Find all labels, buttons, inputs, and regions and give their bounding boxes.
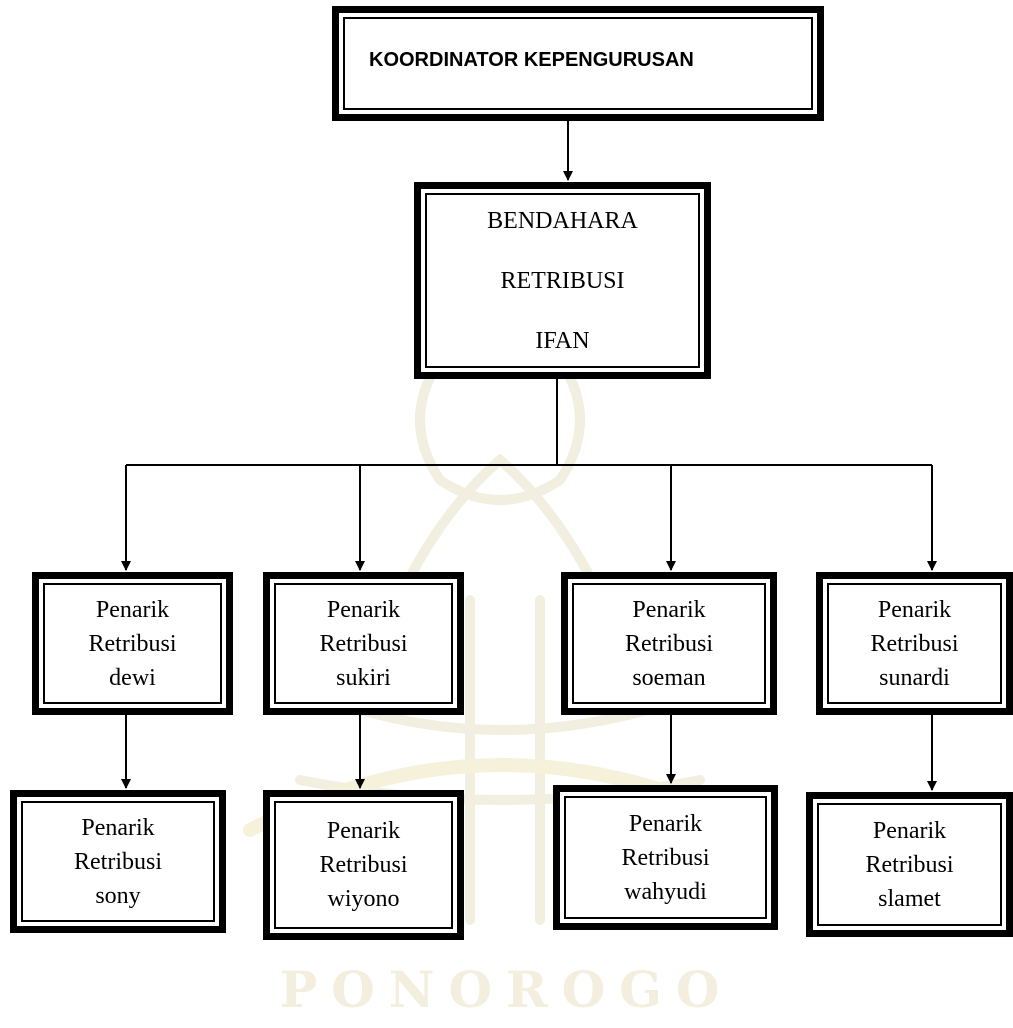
sub-collector-1-line-1: Penarik (81, 814, 155, 841)
treasurer-line-1: BENDAHARA (487, 207, 638, 234)
collector-3-line-3: soeman (632, 664, 706, 691)
treasurer-line-3: IFAN (535, 327, 590, 354)
collector-1-line-2: Retribusi (88, 630, 177, 657)
sub-collector-box-4: Penarik Retribusi slamet (806, 792, 1013, 937)
sub-collector-2-line-1: Penarik (326, 818, 401, 844)
collector-2-line-3: sukiri (336, 664, 391, 691)
sub-collector-3-line-2: Retribusi (621, 844, 710, 871)
collector-3-line-1: Penarik (632, 596, 706, 623)
sub-collector-1-line-3: sony (95, 882, 141, 909)
sub-collector-box-2: Penarik Retribusi wiyono (263, 790, 464, 940)
collector-box-1: Penarik Retribusi dewi (32, 572, 233, 715)
collector-4-line-1: Penarik (877, 596, 952, 623)
sub-collector-3-line-1: Penarik (628, 810, 703, 837)
collector-3-line-2: Retribusi (625, 630, 713, 657)
watermark-text: PONOROGO (279, 960, 734, 1019)
sub-collector-2-line-2: Retribusi (319, 852, 408, 878)
collector-1-line-1: Penarik (95, 596, 170, 623)
sub-collector-3-line-3: wahyudi (624, 878, 707, 905)
sub-collector-2-line-3: wiyono (327, 886, 400, 912)
collector-box-3: Penarik Retribusi soeman (561, 572, 777, 715)
collector-box-2: Penarik Retribusi sukiri (263, 572, 464, 715)
coordinator-box: KOORDINATOR KEPENGURUSAN (332, 6, 824, 121)
collector-2-line-1: Penarik (326, 596, 401, 623)
collector-box-4: Penarik Retribusi sunardi (816, 572, 1013, 715)
collector-4-line-2: Retribusi (870, 630, 959, 657)
sub-collector-1-line-2: Retribusi (74, 848, 162, 875)
sub-collector-4-line-3: slamet (878, 885, 941, 912)
sub-collector-box-1: Penarik Retribusi sony (10, 790, 226, 933)
sub-collector-4-line-1: Penarik (872, 817, 947, 844)
collector-1-line-3: dewi (109, 664, 156, 691)
sub-collector-4-line-2: Retribusi (865, 851, 954, 878)
collector-2-line-2: Retribusi (319, 630, 408, 657)
treasurer-box: BENDAHARA RETRIBUSI IFAN (414, 182, 711, 379)
treasurer-line-2: RETRIBUSI (500, 267, 625, 294)
sub-collector-box-3: Penarik Retribusi wahyudi (553, 785, 778, 930)
collector-4-line-3: sunardi (879, 664, 950, 691)
coordinator-title: KOORDINATOR KEPENGURUSAN (369, 49, 694, 71)
